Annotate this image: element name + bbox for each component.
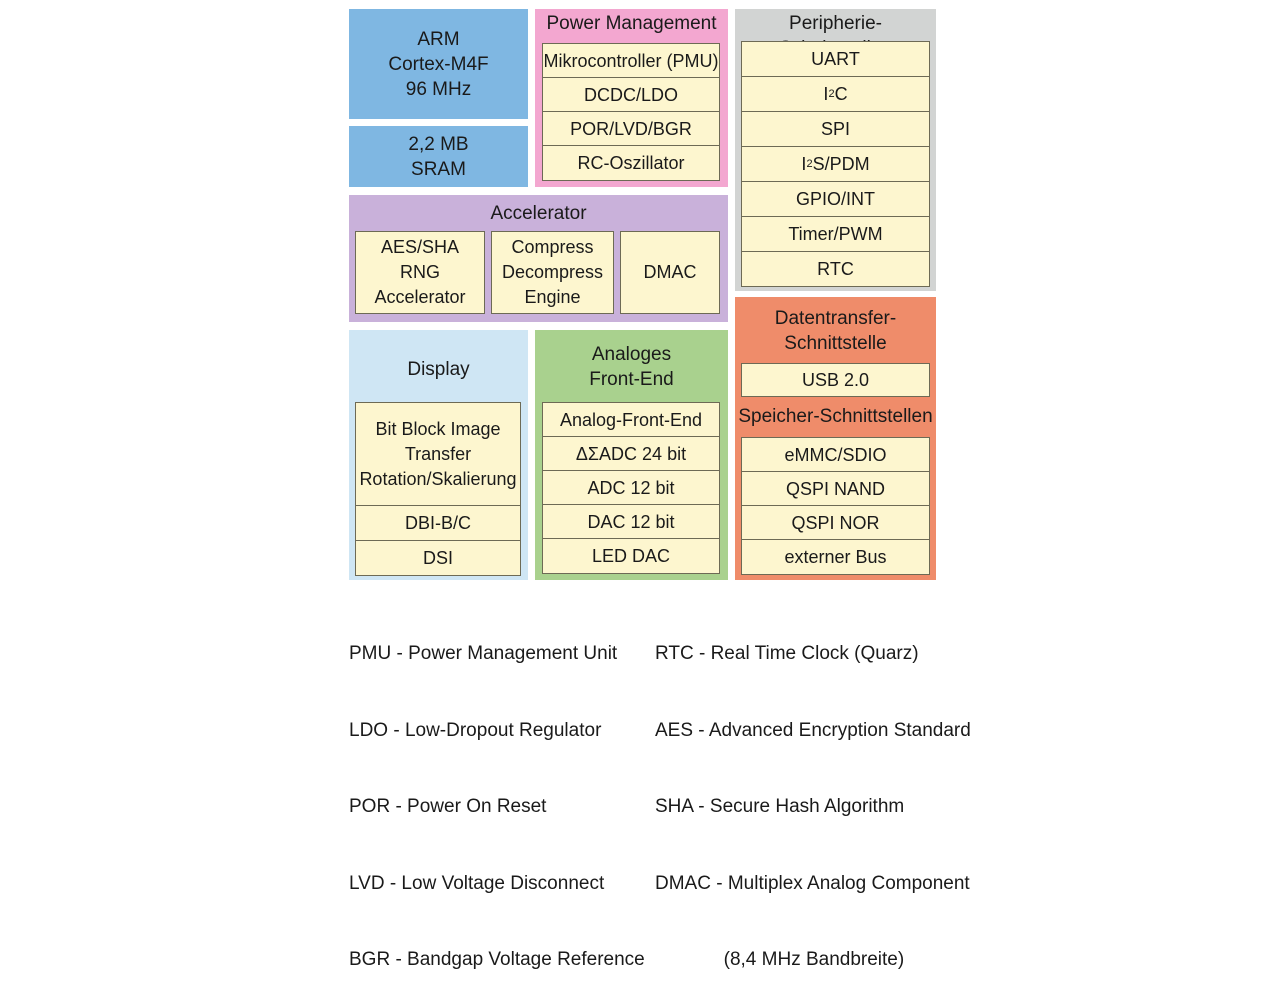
- periph-item-rtc: RTC: [741, 251, 930, 287]
- legend-item: LVD - Low Voltage Disconnect: [349, 872, 605, 894]
- power-item-rc: RC-Oszillator: [542, 145, 720, 181]
- peripheral-block: Peripherie-Schnittstellen UART I2C SPI I…: [735, 9, 936, 291]
- power-item-por: POR/LVD/BGR: [542, 111, 720, 147]
- periph-item-spi: SPI: [741, 111, 930, 147]
- accelerator-block: Accelerator AES/SHA RNG Accelerator Comp…: [349, 195, 728, 322]
- accel-item-compress: Compress Decompress Engine: [491, 231, 614, 314]
- accel-item-aes: AES/SHA RNG Accelerator: [355, 231, 485, 314]
- legend-item: DMAC - Multiplex Analog Component: [655, 872, 970, 894]
- data-transfer-block: Datentransfer- Schnittstelle USB 2.0 Spe…: [735, 297, 936, 580]
- analog-item-afe: Analog-Front-End: [542, 402, 720, 438]
- periph-i2c-i: I: [823, 83, 829, 104]
- analog-item-dsadc: ΔΣADC 24 bit: [542, 436, 720, 472]
- legend-item: SHA - Secure Hash Algorithm: [655, 796, 905, 817]
- periph-item-timer: Timer/PWM: [741, 216, 930, 252]
- analog-title: Analoges Front-End: [589, 344, 674, 390]
- accel-item-dmac: DMAC: [620, 231, 720, 314]
- display-title: Display: [407, 359, 470, 380]
- legend-item: PMU - Power Management Unit: [349, 643, 618, 664]
- periph-item-gpio: GPIO/INT: [741, 181, 930, 217]
- legend-right: RTC - Real Time Clock (Quarz) AES - Adva…: [655, 590, 971, 998]
- periph-i2s-rest: S/PDM: [812, 153, 870, 174]
- analog-frontend-block: Analoges Front-End Analog-Front-End ΔΣAD…: [535, 330, 728, 580]
- periph-i2s-i: I: [801, 153, 807, 174]
- display-item-dsi: DSI: [355, 540, 521, 576]
- storage-item-extbus: externer Bus: [741, 539, 930, 575]
- legend-item: (8,4 MHz Bandbreite): [655, 949, 905, 970]
- storage-item-qspi-nor: QSPI NOR: [741, 505, 930, 541]
- cpu-label: ARM Cortex-M4F 96 MHz: [388, 28, 489, 100]
- display-item-bitblock: Bit Block Image Transfer Rotation/Skalie…: [355, 402, 521, 506]
- legend-item: POR - Power On Reset: [349, 796, 547, 817]
- legend-item: AES - Advanced Encryption Standard: [655, 719, 971, 741]
- analog-item-adc: ADC 12 bit: [542, 470, 720, 506]
- accelerator-title: Accelerator: [490, 203, 587, 224]
- analog-item-dac: DAC 12 bit: [542, 504, 720, 540]
- periph-item-uart: UART: [741, 41, 930, 77]
- sram-label: 2,2 MB SRAM: [408, 133, 469, 180]
- storage-title: Speicher-Schnittstellen: [738, 406, 933, 427]
- display-block: Display Bit Block Image Transfer Rotatio…: [349, 330, 528, 580]
- storage-item-qspi-nand: QSPI NAND: [741, 471, 930, 507]
- analog-item-leddac: LED DAC: [542, 538, 720, 574]
- power-management-block: Power Management Mikrocontroller (PMU) D…: [535, 9, 728, 187]
- cpu-block: ARM Cortex-M4F 96 MHz: [349, 9, 528, 119]
- power-item-pmu: Mikrocontroller (PMU): [542, 43, 720, 79]
- power-management-title: Power Management: [546, 13, 717, 34]
- legend-item: RTC - Real Time Clock (Quarz): [655, 643, 919, 664]
- legend-left: PMU - Power Management Unit LDO - Low-Dr…: [349, 590, 645, 998]
- display-item-dbi: DBI-B/C: [355, 505, 521, 541]
- legend-item: LDO - Low-Dropout Regulator: [349, 719, 602, 741]
- sram-block: 2,2 MB SRAM: [349, 126, 528, 187]
- legend-item: BGR - Bandgap Voltage Reference: [349, 949, 645, 970]
- power-item-dcdc: DCDC/LDO: [542, 77, 720, 113]
- data-transfer-title: Datentransfer- Schnittstelle: [774, 308, 897, 354]
- periph-i2c-c: C: [834, 83, 848, 104]
- data-item-usb: USB 2.0: [741, 363, 930, 397]
- storage-item-emmc: eMMC/SDIO: [741, 437, 930, 473]
